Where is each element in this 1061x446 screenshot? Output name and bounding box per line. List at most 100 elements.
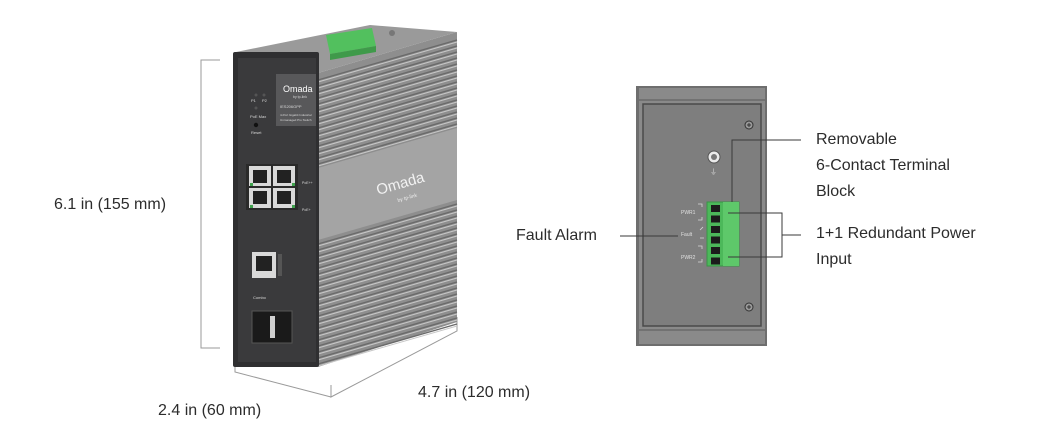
heatsink-fin bbox=[317, 305, 458, 347]
poe-plus-plus-label: PoE++ bbox=[302, 181, 313, 185]
heatsink-fin bbox=[317, 293, 458, 335]
heatsink-fin bbox=[317, 57, 458, 99]
heatsink-fin bbox=[317, 39, 458, 81]
heatsink-fin-highlight bbox=[317, 319, 458, 361]
screw-icon-top bbox=[744, 120, 754, 130]
terminal-label-pwr2: PWR2 bbox=[681, 255, 696, 261]
depth-dimension-label: 2.4 in (60 mm) bbox=[158, 402, 262, 419]
terminal-block-callout-line-1: Removable bbox=[816, 131, 897, 148]
width-dimension-label: 4.7 in (120 mm) bbox=[418, 384, 531, 401]
heatsink-fin bbox=[317, 209, 458, 251]
terminal-block bbox=[706, 201, 740, 267]
heatsink-fin bbox=[317, 311, 458, 353]
heatsink-fin bbox=[317, 263, 458, 305]
terminal-block-callout-line-2: 6-Contact Terminal bbox=[816, 157, 950, 174]
heatsink-fin-highlight bbox=[317, 113, 458, 155]
heatsink-fin bbox=[317, 123, 458, 165]
heatsink-fin-highlight bbox=[317, 41, 458, 83]
heatsink-fin bbox=[317, 111, 458, 153]
heatsink-fin bbox=[317, 45, 458, 87]
led-label-p2: P2 bbox=[262, 98, 268, 103]
heatsink-fin bbox=[317, 269, 458, 311]
model-label: IES206GPP bbox=[280, 104, 302, 109]
heatsink-fin-highlight bbox=[317, 289, 458, 331]
redundant-power-callout-line-1: 1+1 Redundant Power bbox=[816, 225, 976, 242]
heatsink-fin bbox=[317, 81, 458, 123]
redundant-power-callout-line-2: Input bbox=[816, 251, 852, 268]
heatsink-fin-highlight bbox=[317, 265, 458, 307]
heatsink-fin bbox=[317, 257, 458, 299]
heatsink-fin bbox=[317, 51, 458, 93]
ground-symbol-icon: ⏚ bbox=[710, 168, 717, 176]
terminal-block-callout-line-3: Block bbox=[816, 183, 856, 200]
terminal-block-top bbox=[326, 28, 395, 60]
heatsink-fin-highlight bbox=[317, 271, 458, 313]
poe-plus-label: PoE+ bbox=[302, 208, 311, 212]
terminal-block-callout: Removable 6-Contact Terminal Block bbox=[816, 127, 950, 205]
heatsink-fin bbox=[317, 287, 458, 329]
heatsink-fin-highlight bbox=[317, 259, 458, 301]
poe-max-label: PoE Max bbox=[250, 114, 266, 119]
heatsink-fin-highlight bbox=[317, 95, 458, 137]
heatsink-fin bbox=[317, 281, 458, 323]
heatsink-fin-highlight bbox=[317, 125, 458, 167]
heatsink-fin-highlight bbox=[317, 83, 458, 125]
heatsink-fin bbox=[317, 299, 458, 341]
terminal-slot bbox=[711, 226, 720, 233]
redundant-power-callout: 1+1 Redundant Power Input bbox=[816, 221, 976, 273]
heatsink-fin bbox=[317, 99, 458, 141]
heatsink-fin bbox=[317, 63, 458, 105]
heatsink-fin bbox=[317, 323, 458, 365]
heatsink-fin-highlight bbox=[317, 313, 458, 355]
heatsink-fin-highlight bbox=[317, 71, 458, 113]
side-brand-sub: by tp-link bbox=[397, 193, 418, 204]
heatsink-fin-highlight bbox=[317, 283, 458, 325]
terminal-slot bbox=[711, 215, 720, 223]
heatsink-fin bbox=[317, 317, 458, 359]
heatsink-fin-highlight bbox=[317, 235, 458, 277]
description-line-2: Unmanaged Pro Switch bbox=[280, 118, 312, 122]
heatsink-fin bbox=[317, 251, 458, 293]
heatsink-fin-highlight bbox=[317, 253, 458, 295]
heatsink-fin-highlight bbox=[317, 77, 458, 119]
heatsink-fin-highlight bbox=[317, 223, 458, 265]
description-line-1: 4-Port Gigabit Industrial bbox=[280, 113, 312, 117]
heatsink-fin-highlight bbox=[317, 241, 458, 283]
height-bracket bbox=[200, 59, 220, 349]
heatsink-fin bbox=[317, 239, 458, 281]
heatsink-fin-highlight bbox=[317, 101, 458, 143]
heatsink-fin bbox=[317, 275, 458, 317]
heatsink-fin-highlight bbox=[317, 47, 458, 89]
top-panel-device: ⏚ bbox=[636, 86, 767, 346]
terminal-slot bbox=[711, 257, 720, 265]
rj45-ports bbox=[246, 164, 298, 210]
heatsink-fin-highlight bbox=[317, 205, 458, 247]
heatsink-fin bbox=[317, 117, 458, 159]
heatsink-fin bbox=[317, 75, 458, 117]
heatsink-fin bbox=[317, 233, 458, 275]
front-brand: Omada bbox=[283, 84, 313, 94]
heatsink-fin-highlight bbox=[317, 247, 458, 289]
heatsink-fin bbox=[317, 215, 458, 257]
heatsink-fin-highlight bbox=[317, 295, 458, 337]
heatsink-fin bbox=[317, 93, 458, 135]
heatsink-fin-highlight bbox=[317, 119, 458, 161]
terminal-label-pwr1: PWR1 bbox=[681, 210, 696, 216]
heatsink-fin bbox=[317, 105, 458, 147]
redundant-power-leader bbox=[728, 212, 801, 258]
heatsink-fin bbox=[317, 245, 458, 287]
heatsink-fin-highlight bbox=[317, 301, 458, 343]
heatsink-fin-highlight bbox=[317, 325, 458, 367]
terminal-slot bbox=[711, 236, 720, 244]
terminal-slot bbox=[711, 247, 720, 254]
heatsink-fin bbox=[317, 221, 458, 263]
screw-icon-bottom bbox=[744, 302, 754, 312]
fault-alarm-callout: Fault Alarm bbox=[516, 227, 597, 244]
heatsink-fin bbox=[317, 69, 458, 111]
terminal-block-leader bbox=[731, 139, 801, 202]
ground-screw-icon bbox=[707, 150, 721, 164]
heatsink-fin bbox=[317, 203, 458, 245]
heatsink-fin-highlight bbox=[317, 53, 458, 95]
terminal-slot bbox=[711, 205, 720, 212]
